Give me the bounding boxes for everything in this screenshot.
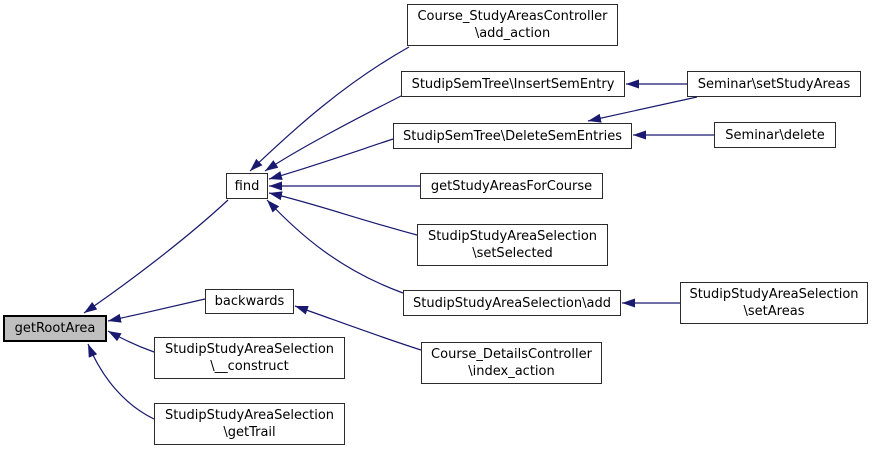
edge-find-to-getRootArea xyxy=(83,199,229,314)
node-StudipStudyAreaSelection-add[interactable]: StudipStudyAreaSelection\add xyxy=(403,290,621,316)
node-Seminar-delete[interactable]: Seminar\delete xyxy=(714,122,836,148)
node-label: getRootArea xyxy=(14,321,96,336)
node-Course-StudyAreasController-add-action[interactable]: Course_StudyAreasController \add_action xyxy=(407,4,618,46)
node-label: StudipStudyAreaSelection xyxy=(427,229,598,244)
edge-construct-to-getRootArea xyxy=(107,330,155,353)
edge-indexAction-to-backwards xyxy=(294,305,422,351)
node-backwards[interactable]: backwards xyxy=(205,289,294,314)
edge-setStudyAreas-to-deleteSemEntries xyxy=(587,96,698,123)
edge-setSelected-to-find xyxy=(268,191,418,236)
node-StudipStudyAreaSelection-getTrail[interactable]: StudipStudyAreaSelection \getTrail xyxy=(154,403,345,445)
node-StudipSemTree-InsertSemEntry[interactable]: StudipSemTree\InsertSemEntry xyxy=(401,71,625,97)
node-StudipStudyAreaSelection-setAreas[interactable]: StudipStudyAreaSelection \setAreas xyxy=(680,282,868,324)
edge-insertSemEntry-to-find xyxy=(264,95,402,172)
node-label: \setAreas xyxy=(743,304,805,319)
node-Course-DetailsController-index-action[interactable]: Course_DetailsController \index_action xyxy=(421,342,602,384)
node-label: Course_StudyAreasController xyxy=(417,9,608,24)
node-find[interactable]: find xyxy=(226,173,268,199)
node-label: StudipStudyAreaSelection xyxy=(164,342,335,357)
node-label: Seminar\setStudyAreas xyxy=(697,76,851,92)
node-StudipStudyAreaSelection-setSelected[interactable]: StudipStudyAreaSelection \setSelected xyxy=(417,224,608,266)
node-label: getStudyAreasForCourse xyxy=(430,178,593,194)
edge-deleteSemEntries-to-find xyxy=(268,138,394,180)
node-label: \add_action xyxy=(474,26,551,41)
node-label: \getTrail xyxy=(223,425,276,440)
edge-getTrail-to-getRootArea xyxy=(87,343,155,420)
node-label: backwards xyxy=(214,294,285,309)
node-label: Seminar\delete xyxy=(725,127,825,143)
node-Seminar-setStudyAreas[interactable]: Seminar\setStudyAreas xyxy=(687,71,861,97)
node-getRootArea[interactable]: getRootArea xyxy=(3,315,107,342)
node-label: StudipSemTree\InsertSemEntry xyxy=(411,76,615,92)
node-label: StudipStudyAreaSelection xyxy=(164,408,335,423)
node-label: StudipStudyAreaSelection xyxy=(689,287,859,302)
node-label: find xyxy=(234,178,260,194)
node-label: Course_DetailsController xyxy=(431,347,592,362)
edge-backwards-to-getRootArea xyxy=(107,298,206,323)
edge-addAction-to-find xyxy=(249,46,410,172)
node-StudipSemTree-DeleteSemEntries[interactable]: StudipSemTree\DeleteSemEntries xyxy=(393,123,632,149)
node-label: \__construct xyxy=(210,359,289,374)
node-StudipStudyAreaSelection-construct[interactable]: StudipStudyAreaSelection \__construct xyxy=(154,337,345,379)
edge-add-to-find xyxy=(266,199,404,294)
node-getStudyAreasForCourse[interactable]: getStudyAreasForCourse xyxy=(420,173,603,199)
node-label: StudipSemTree\DeleteSemEntries xyxy=(403,128,622,144)
node-label: StudipStudyAreaSelection\add xyxy=(413,295,611,311)
node-label: \index_action xyxy=(468,364,555,379)
node-label: \setSelected xyxy=(472,246,553,261)
